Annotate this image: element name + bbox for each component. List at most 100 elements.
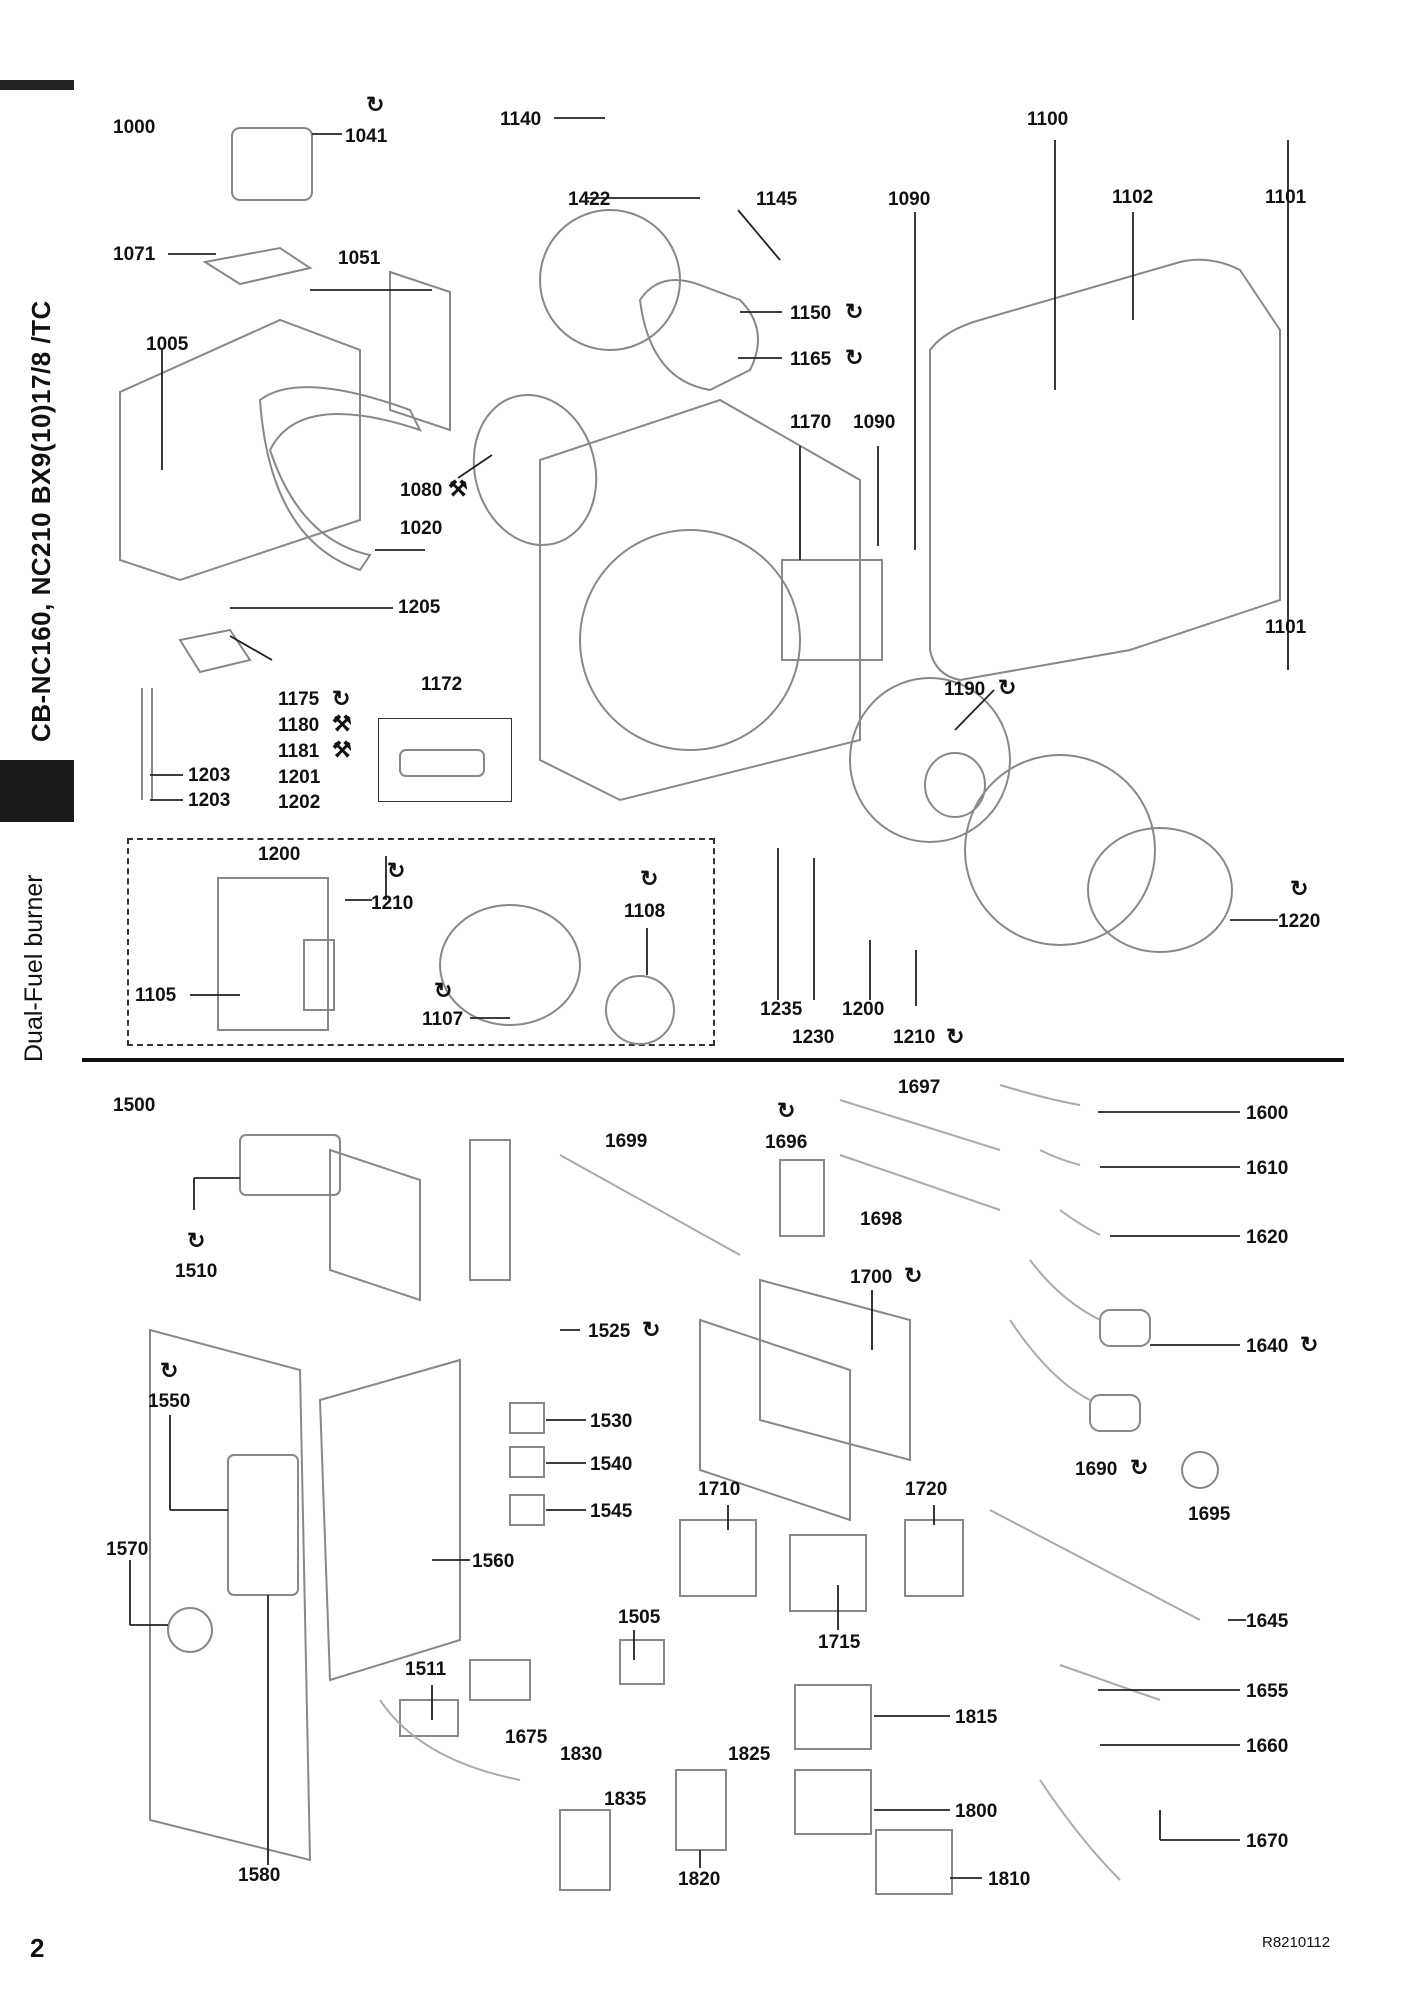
servo-motor-part bbox=[231, 127, 313, 201]
part-label: 1810 bbox=[988, 1869, 1031, 1890]
part-label: 1700 bbox=[850, 1267, 893, 1288]
part-label: 1170 bbox=[790, 412, 832, 433]
cable-1699 bbox=[559, 1154, 741, 1256]
fuse-holder-part bbox=[779, 1159, 825, 1237]
cable-1697 bbox=[839, 1099, 1001, 1151]
grommet-part bbox=[167, 1607, 213, 1653]
connector-block bbox=[469, 1659, 531, 1701]
transformer-part bbox=[619, 1639, 665, 1685]
part-label: 1071 bbox=[113, 244, 156, 265]
pcb-board-part bbox=[759, 1278, 911, 1462]
relay-module-1710 bbox=[679, 1519, 757, 1597]
replace-icon: ↻ bbox=[845, 299, 864, 324]
cable-1620 bbox=[1059, 1209, 1101, 1236]
part-label: 1545 bbox=[590, 1501, 633, 1522]
replace-icon: ↻ bbox=[187, 1228, 206, 1253]
part-label: 1696 bbox=[765, 1132, 808, 1153]
part-label: 1235 bbox=[760, 999, 803, 1020]
cable-1670 bbox=[1039, 1779, 1121, 1881]
part-label: 1655 bbox=[1246, 1681, 1289, 1702]
part-label: 1800 bbox=[955, 1801, 998, 1822]
group-label-lower: 1500 bbox=[113, 1095, 156, 1116]
relay-f12-part bbox=[875, 1829, 953, 1895]
replace-icon: ↻ bbox=[1130, 1455, 1149, 1480]
part-label: 1230 bbox=[792, 1027, 835, 1048]
relay-module-1715 bbox=[789, 1534, 867, 1612]
part-label: 1090 bbox=[888, 189, 931, 210]
part-label: 1699 bbox=[605, 1131, 648, 1152]
replace-icon: ↻ bbox=[1300, 1332, 1319, 1357]
part-label: 1580 bbox=[238, 1865, 281, 1886]
replace-icon: ↻ bbox=[777, 1098, 796, 1123]
part-label: 1645 bbox=[1246, 1611, 1289, 1632]
part-label: 1203 bbox=[188, 790, 231, 811]
relay-module-1720 bbox=[904, 1519, 964, 1597]
part-label: 1670 bbox=[1246, 1831, 1289, 1852]
part-label: 1100 bbox=[1027, 109, 1069, 130]
part-label: 1203 bbox=[188, 765, 231, 786]
cover-plate-part bbox=[389, 270, 451, 432]
part-label: 1570 bbox=[106, 1539, 149, 1560]
switch-1545 bbox=[509, 1494, 545, 1526]
actuator-box-part bbox=[239, 1134, 341, 1196]
replace-icon: ↻ bbox=[998, 675, 1017, 700]
part-label: 1720 bbox=[905, 1479, 948, 1500]
mounting-bracket-part bbox=[329, 1148, 421, 1302]
part-label: 1190 bbox=[944, 679, 986, 700]
wrench-icon: ⚒ bbox=[332, 711, 352, 736]
part-label: 1140 bbox=[500, 109, 542, 130]
sidebar-section-marker bbox=[0, 760, 74, 822]
relay-base-part bbox=[559, 1809, 611, 1891]
burner-hood-part bbox=[929, 258, 1281, 682]
part-label: 1815 bbox=[955, 1707, 998, 1728]
part-label: 1660 bbox=[1246, 1736, 1289, 1757]
part-label: 1107 bbox=[422, 1009, 464, 1030]
part-label: 1145 bbox=[756, 189, 798, 210]
relay-k2-part bbox=[794, 1684, 872, 1750]
part-label: 1201 bbox=[278, 767, 321, 788]
part-label: 1175 bbox=[278, 689, 320, 710]
part-label: 1550 bbox=[148, 1391, 191, 1412]
replace-icon: ↻ bbox=[387, 858, 406, 883]
part-label: 1697 bbox=[898, 1077, 941, 1098]
part-label: 1695 bbox=[1188, 1504, 1231, 1525]
part-label: 1172 bbox=[421, 674, 463, 695]
part-label: 1530 bbox=[590, 1411, 633, 1432]
part-label: 1830 bbox=[560, 1744, 603, 1765]
part-label: 1825 bbox=[728, 1744, 771, 1765]
baffle-cage-part bbox=[781, 559, 883, 661]
part-label: 1525 bbox=[588, 1321, 631, 1342]
part-label: 1835 bbox=[604, 1789, 647, 1810]
part-label: 1710 bbox=[698, 1479, 741, 1500]
fan-housing-inlet bbox=[579, 529, 801, 751]
gasket-ring-part bbox=[472, 393, 598, 547]
burner-housing-part bbox=[119, 318, 361, 582]
part-label: 1105 bbox=[135, 985, 177, 1006]
part-label: 1820 bbox=[678, 1869, 721, 1890]
part-label: 1511 bbox=[405, 1659, 447, 1680]
terminal-strip-part bbox=[469, 1139, 511, 1281]
fan-housing-part bbox=[539, 398, 861, 802]
controller-unit-part bbox=[217, 877, 329, 1031]
air-damper-part bbox=[258, 386, 422, 572]
fuse-part bbox=[399, 749, 485, 777]
cable-1610 bbox=[1039, 1149, 1081, 1166]
part-label: 1690 bbox=[1075, 1459, 1118, 1480]
display-unit-part bbox=[227, 1454, 299, 1596]
switch-1530 bbox=[509, 1402, 545, 1434]
relay-socket-part bbox=[675, 1769, 727, 1851]
replace-icon: ↻ bbox=[366, 92, 385, 117]
replace-icon: ↻ bbox=[332, 686, 351, 711]
sight-glass-part bbox=[1181, 1451, 1219, 1489]
part-label: 1610 bbox=[1246, 1158, 1289, 1179]
replace-icon: ↻ bbox=[434, 978, 453, 1003]
part-label: 1080 bbox=[400, 480, 443, 501]
air-inlet-plate-part bbox=[964, 754, 1156, 946]
replace-icon: ↻ bbox=[845, 345, 864, 370]
cable-1640 bbox=[1029, 1259, 1101, 1321]
switch-1540 bbox=[509, 1446, 545, 1478]
part-label: 1200 bbox=[258, 844, 301, 865]
cable-1675 bbox=[379, 1699, 521, 1781]
part-label: 1150 bbox=[790, 303, 832, 324]
